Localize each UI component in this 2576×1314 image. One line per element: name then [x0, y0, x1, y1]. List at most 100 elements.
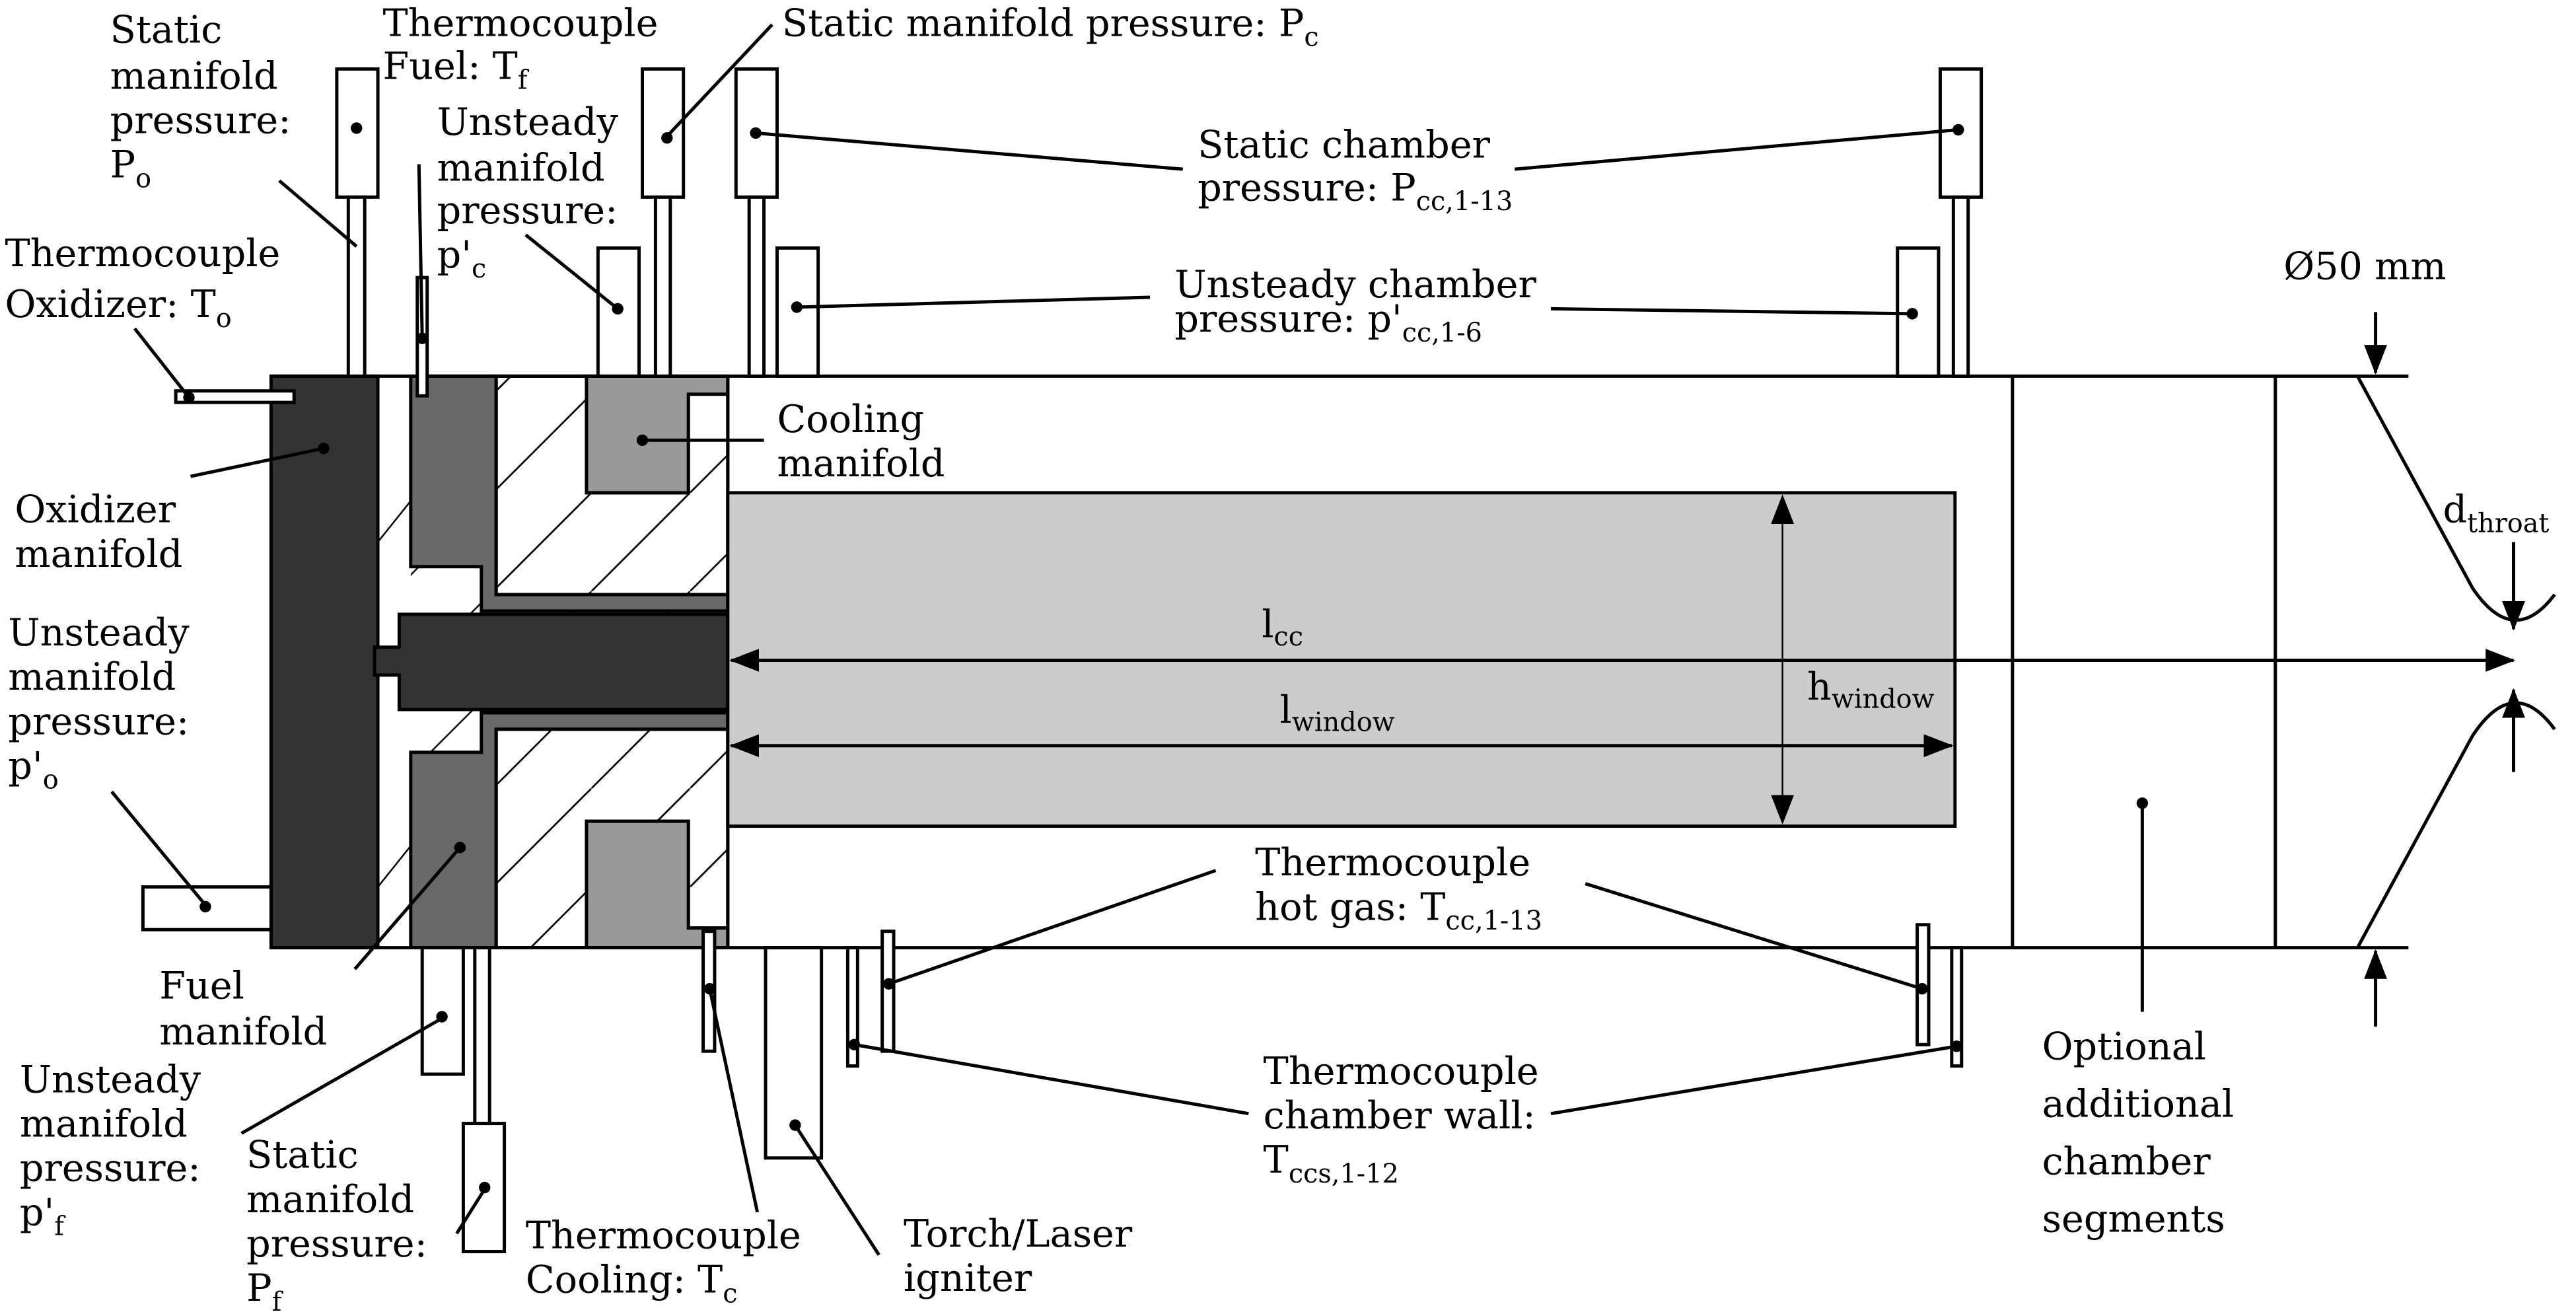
- label-static-pf-3: pressure:: [246, 1222, 427, 1266]
- label-static-pf-sym: Pf: [246, 1266, 283, 1314]
- leader-static-pf: [455, 1188, 486, 1235]
- leader-tc-hotgas-left: [888, 869, 1217, 986]
- label-static-po-sym: Po: [110, 143, 151, 194]
- label-unsteady-po-3: pressure:: [8, 700, 189, 743]
- leader-unsteady-pf: [240, 1017, 443, 1135]
- leader-dot: [318, 443, 330, 455]
- sensor-tc-wall-left: [845, 946, 859, 1068]
- label-unsteady-pf-2: manifold: [20, 1102, 188, 1146]
- label-static-pf-1: Static: [246, 1134, 359, 1177]
- oxidizer-post: [373, 612, 730, 712]
- label-static-pcc-1: Static chamber: [1198, 124, 1490, 167]
- label-tc-fuel-1: Thermocouple: [383, 2, 659, 46]
- leader-static-po: [278, 179, 358, 248]
- sensor-static-pc: [641, 67, 686, 199]
- label-optional-1: Optional: [2042, 1025, 2206, 1069]
- label-oxidizer-1: Oxidizer: [15, 488, 176, 532]
- leader-tc-fuel: [417, 164, 424, 339]
- leader-dot: [612, 303, 624, 315]
- label-tc-cooling-2: Cooling: Tc: [526, 1259, 738, 1309]
- leader-dot: [1952, 124, 1964, 136]
- leader-unsteady-pcc-left: [797, 295, 1151, 309]
- label-tc-wall-2: chamber wall:: [1264, 1094, 1536, 1138]
- label-optional-3: chamber: [2042, 1140, 2211, 1184]
- hatch-line: [377, 845, 411, 888]
- label-cooling-2: manifold: [777, 442, 945, 486]
- sensor-static-pc-stem: [653, 195, 672, 378]
- sensor-tc-oxidizer: [174, 389, 296, 404]
- leader-dot: [454, 842, 466, 854]
- hatch-line: [377, 500, 411, 543]
- leader-dot: [1906, 308, 1918, 320]
- label-unsteady-pc-3: pressure:: [437, 189, 618, 233]
- label-static-po-2: manifold: [110, 54, 278, 98]
- label-optional-4: segments: [2042, 1198, 2225, 1241]
- label-unsteady-pcc-1: Unsteady chamber: [1174, 263, 1536, 307]
- sensor-static-po-stem: [346, 195, 367, 378]
- label-oxidizer-2: manifold: [15, 532, 182, 576]
- label-static-pf-2: manifold: [246, 1178, 414, 1222]
- leader-unsteady-pc: [524, 233, 619, 310]
- label-tc-wall-sym: Tccs,1-12: [1264, 1138, 1399, 1189]
- label-static-po-1: Static: [110, 9, 223, 52]
- sensor-unsteady-pcc-right: [1896, 246, 1941, 378]
- leader-tc-wall-right: [1550, 1044, 1957, 1116]
- leaders: [110, 23, 2149, 1256]
- leader-tc-cooling: [708, 988, 760, 1213]
- label-fuel-1: Fuel: [159, 965, 244, 1008]
- leader-static-pcc-left: [755, 131, 1184, 171]
- leader-oxidizer-manifold: [190, 447, 324, 478]
- leader-dot: [791, 301, 803, 313]
- label-tc-oxidizer-2: Oxidizer: To: [5, 283, 231, 334]
- label-l-cc: lcc: [1262, 603, 1303, 652]
- leader-dot: [199, 900, 211, 913]
- label-unsteady-pcc-2: pressure: p'cc,1-6: [1174, 297, 1482, 348]
- label-tc-fuel-2: Fuel: Tf: [383, 44, 530, 95]
- leader-dot: [703, 983, 716, 995]
- leader-dot: [750, 127, 762, 139]
- leader-dot: [416, 332, 428, 344]
- sensor-tc-wall-right: [1950, 946, 1964, 1068]
- label-static-po-3: pressure:: [110, 98, 291, 142]
- leader-dot: [183, 391, 195, 404]
- label-tc-hotgas-2: hot gas: Tcc,1-13: [1255, 885, 1542, 936]
- sensor-static-pf-stem: [473, 946, 491, 1126]
- label-unsteady-po-sym: p'o: [8, 744, 58, 795]
- label-unsteady-pc-sym: p'c: [437, 233, 487, 284]
- label-optional-2: additional: [2042, 1083, 2235, 1126]
- leader-dot: [1916, 983, 1928, 995]
- sensor-static-pcc-left-stem: [747, 195, 766, 378]
- label-unsteady-pf-3: pressure:: [20, 1147, 201, 1190]
- label-tc-wall-1: Thermocouple: [1264, 1050, 1539, 1093]
- leader-static-pc: [666, 23, 773, 138]
- leader-dot: [436, 1011, 448, 1023]
- label-tc-oxidizer-1: Thermocouple: [5, 232, 280, 275]
- label-unsteady-pf-sym: p'f: [20, 1191, 66, 1242]
- leader-dot: [636, 434, 649, 447]
- sensors-top: [174, 67, 1984, 404]
- oxidizer-manifold-block: [269, 374, 380, 950]
- sensor-tc-hotgas-left: [880, 930, 896, 1053]
- leader-tc-oxidizer: [133, 327, 190, 399]
- leader-dot: [661, 132, 673, 144]
- label-cooling-1: Cooling: [777, 398, 924, 441]
- injector-head: [269, 374, 730, 950]
- dimensions: [729, 312, 2525, 1027]
- label-unsteady-pf-1: Unsteady: [20, 1058, 201, 1101]
- nozzle-lower-contour: [2356, 701, 2556, 949]
- leader-dot: [1950, 1040, 1963, 1052]
- label-static-pcc-2: pressure: Pcc,1-13: [1198, 166, 1513, 217]
- leader-dot: [789, 1119, 801, 1131]
- leader-static-pcc-right: [1515, 128, 1959, 171]
- leader-dot: [351, 122, 363, 134]
- label-tc-cooling-1: Thermocouple: [526, 1214, 801, 1258]
- label-l-window: lwindow: [1280, 688, 1395, 737]
- label-unsteady-pc-2: manifold: [437, 146, 605, 190]
- label-unsteady-po-1: Unsteady: [8, 611, 190, 655]
- label-unsteady-po-2: manifold: [8, 655, 176, 699]
- leader-unsteady-po: [110, 790, 207, 906]
- leader-dot: [479, 1181, 491, 1194]
- leader-dot: [882, 978, 895, 990]
- sensor-static-pcc-right-stem: [1951, 195, 1970, 378]
